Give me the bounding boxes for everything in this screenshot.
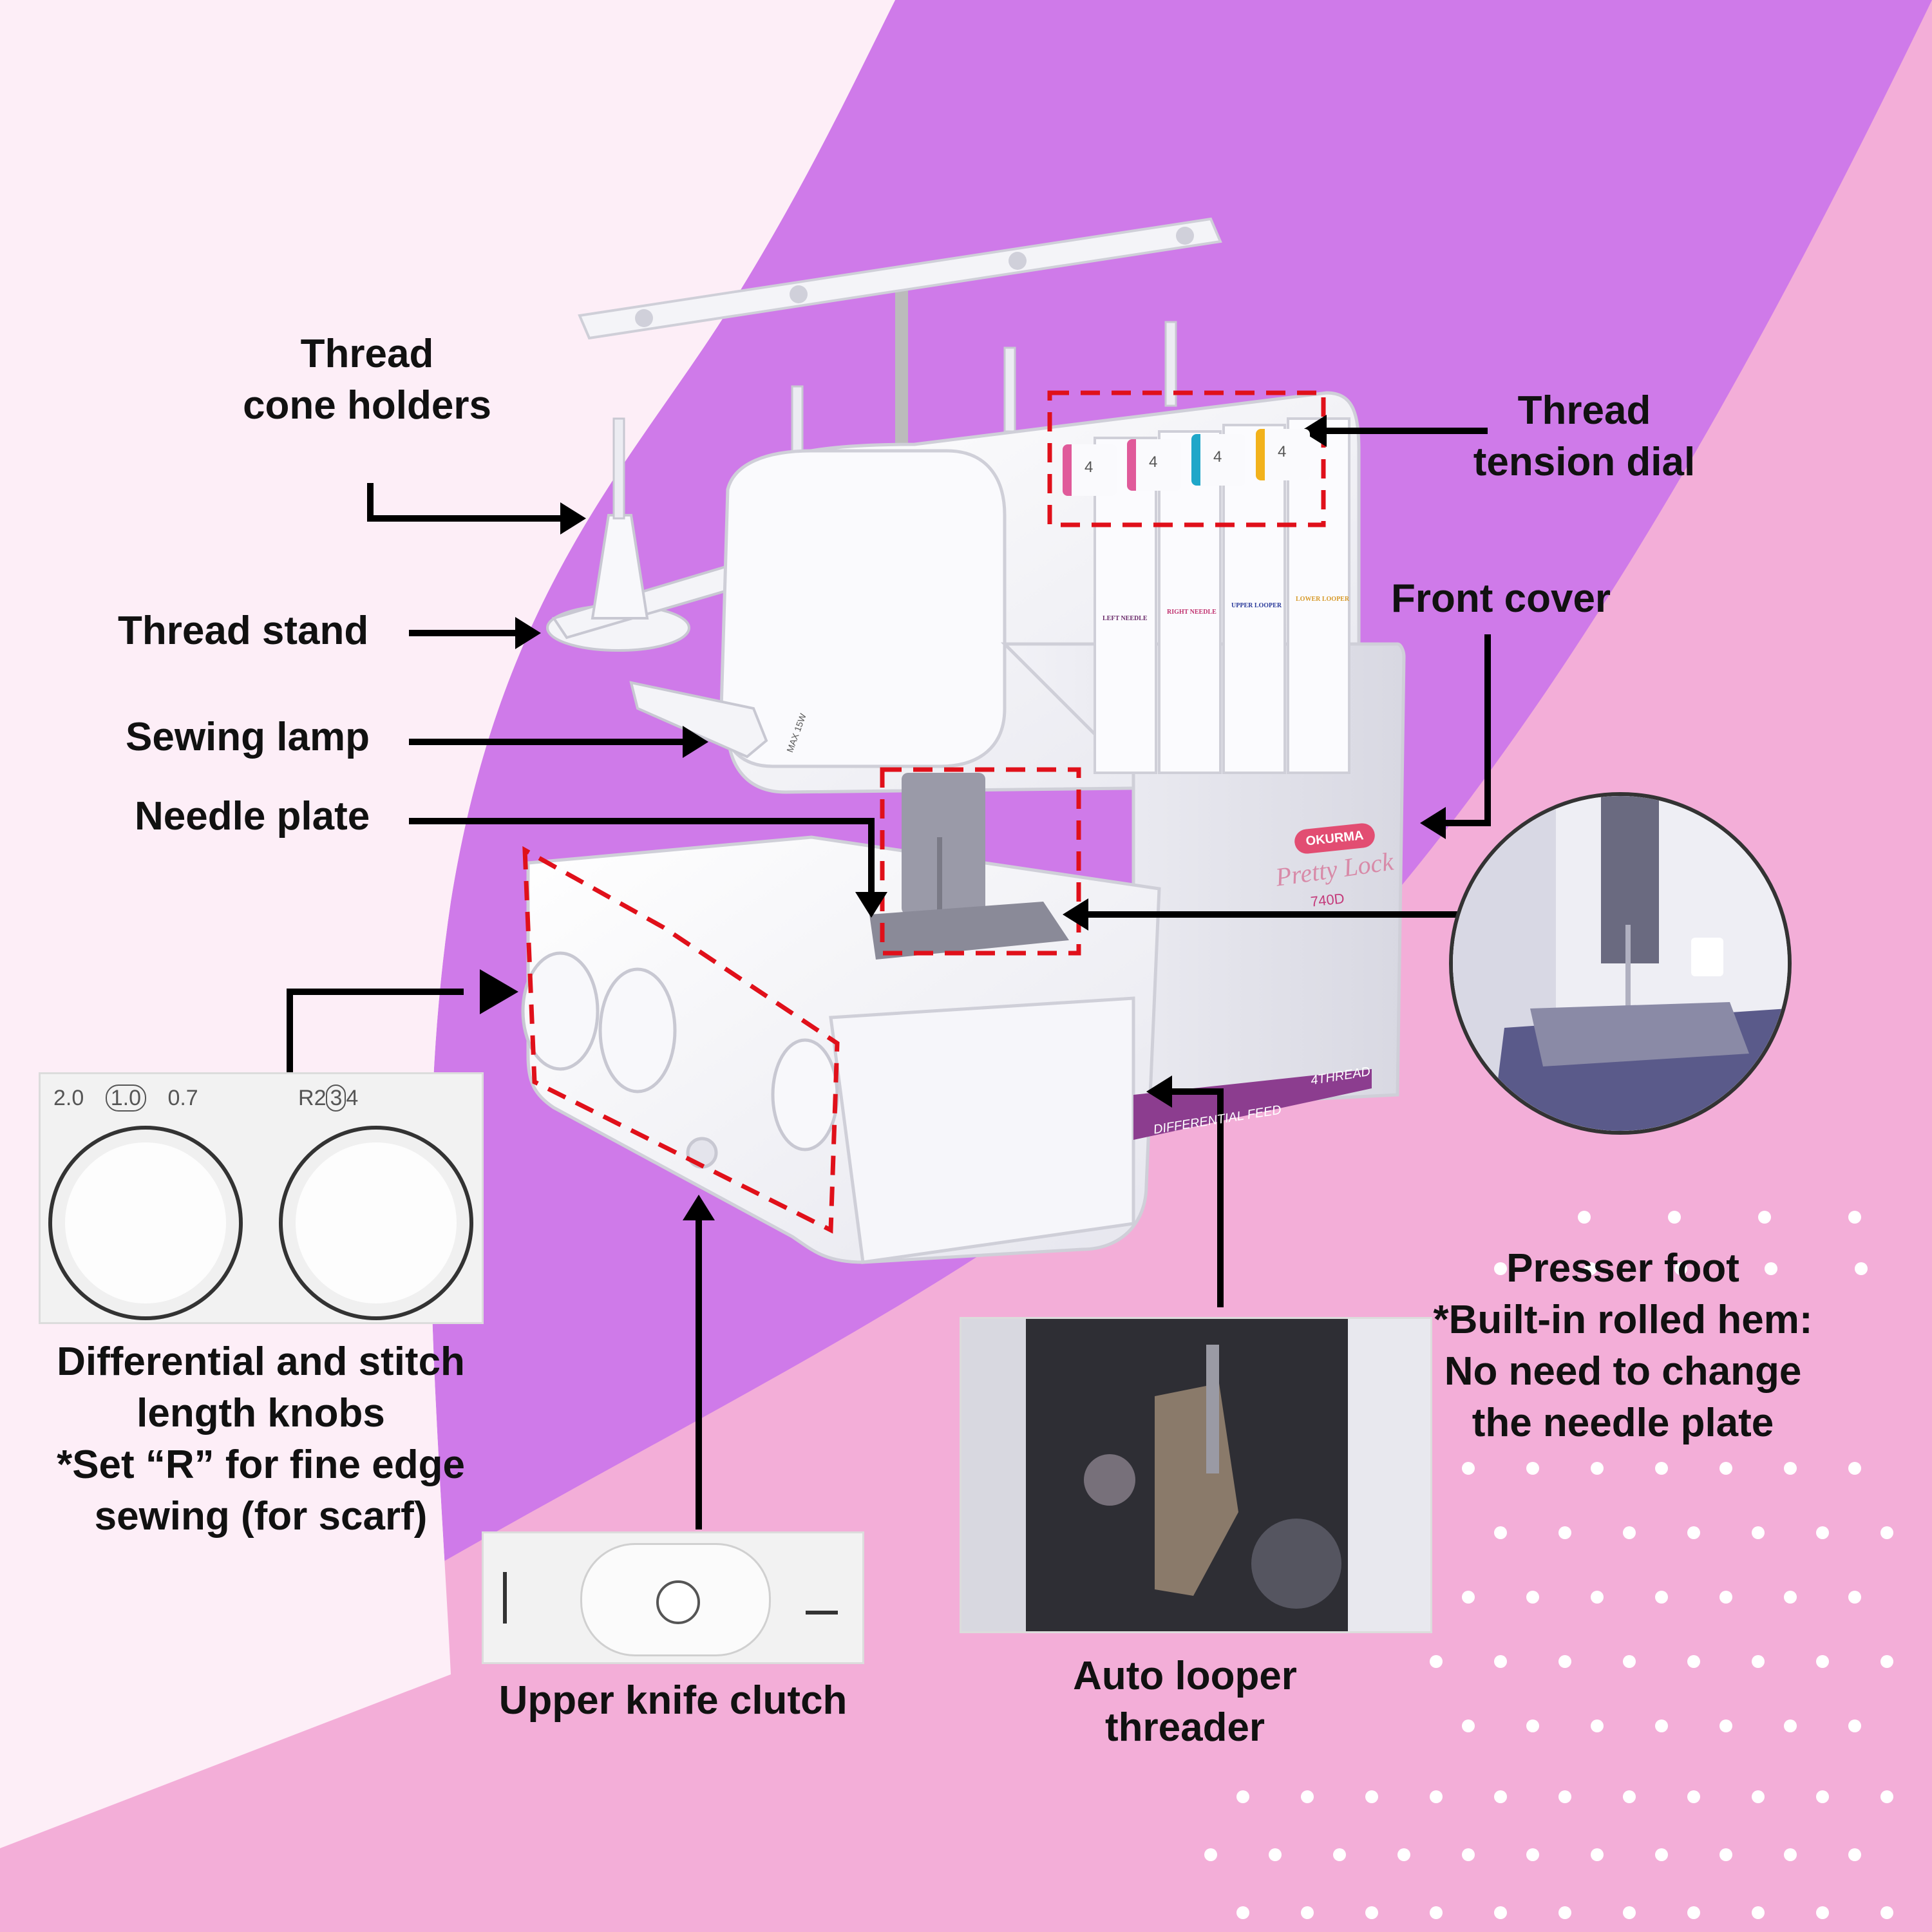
feed-strip	[1133, 1069, 1372, 1140]
dial-number: 4	[1149, 453, 1158, 471]
diff-scale: 2.0 1.0 0.7	[53, 1084, 247, 1112]
diff-scale-value: 0.7	[167, 1086, 198, 1110]
label-line: Differential and stitch	[57, 1340, 465, 1384]
label-line: Presser foot	[1506, 1246, 1739, 1291]
label-line: Thread	[1517, 388, 1651, 433]
label-line: sewing (for scarf)	[94, 1494, 428, 1539]
label-differential-knobs: Differential and stitch length knobs *Se…	[32, 1336, 489, 1542]
arrow-heads	[480, 415, 1446, 1220]
presser-foot-photo	[1453, 796, 1788, 1131]
dial-label-right-needle: RIGHT NEEDLE	[1167, 609, 1217, 616]
label-auto-looper-threader: Auto looper threader	[1005, 1651, 1365, 1754]
dial-label-left-needle: LEFT NEEDLE	[1103, 615, 1148, 622]
label-thread-stand: Thread stand	[118, 609, 369, 653]
label-line: the needle plate	[1472, 1401, 1774, 1445]
label-front-cover: Front cover	[1391, 576, 1611, 621]
label-line: No need to change	[1444, 1349, 1802, 1394]
label-presser-foot: Presser foot *Built-in rolled hem: No ne…	[1423, 1243, 1823, 1449]
lamp-lever	[629, 681, 768, 759]
dial-number: 4	[1084, 459, 1094, 476]
callout-arrows	[287, 428, 1491, 1530]
label-line: cone holders	[243, 383, 491, 428]
label-line: tension dial	[1473, 440, 1696, 484]
label-sewing-lamp: Sewing lamp	[126, 715, 370, 759]
left-housing	[719, 449, 1007, 768]
knife-clutch-inset	[482, 1531, 864, 1664]
knife-clutch-screw	[656, 1580, 700, 1624]
knife-down-icon	[503, 1572, 539, 1624]
looper-threader-photo	[961, 1319, 1430, 1631]
foot-icon	[806, 1572, 838, 1615]
tension-dial-left-needle[interactable]: 4	[1063, 444, 1117, 496]
label-upper-knife-clutch: Upper knife clutch	[498, 1678, 848, 1723]
dial-number: 4	[1213, 448, 1222, 466]
label-thread-tension-dial: Thread tension dial	[1443, 385, 1726, 488]
tension-dial-lower-looper[interactable]: 4	[1256, 429, 1310, 480]
label-line: length knobs	[137, 1391, 385, 1435]
spool-pins	[791, 321, 1177, 465]
dot-pattern	[1204, 1211, 1893, 1919]
tension-dials: 4 4 4 4	[1063, 425, 1320, 502]
label-line: Thread	[300, 332, 434, 376]
thread-guide-bar	[578, 217, 1222, 451]
model-number-label: 740D	[1309, 890, 1345, 910]
looper-threader-inset	[960, 1317, 1432, 1633]
tension-dial-right-needle[interactable]: 4	[1127, 439, 1181, 491]
needle-area	[869, 773, 1069, 960]
thread-stand-shape	[546, 417, 755, 652]
stitch-scale-value: R	[298, 1086, 314, 1110]
diff-scale-value: 1.0	[105, 1084, 146, 1112]
presser-foot-inset	[1449, 792, 1792, 1135]
label-line: *Built-in rolled hem:	[1433, 1298, 1813, 1342]
front-block	[829, 996, 1135, 1264]
stitch-scale-value: 2	[314, 1086, 327, 1110]
label-line: *Set “R” for fine edge	[57, 1443, 465, 1487]
stitch-length-knob[interactable]	[279, 1126, 473, 1320]
label-line: Auto looper	[1073, 1654, 1297, 1698]
highlight-boxes	[522, 390, 1326, 1234]
label-thread-cone-holders: Thread cone holders	[229, 328, 506, 431]
label-needle-plate: Needle plate	[135, 794, 370, 838]
tension-dial-upper-looper[interactable]: 4	[1191, 434, 1245, 486]
stitch-scale-value: 4	[346, 1086, 359, 1110]
base-knobs	[521, 951, 839, 1169]
differential-knob[interactable]	[48, 1126, 243, 1320]
stitch-scale-value: 3	[326, 1084, 346, 1112]
knife-clutch-slider[interactable]	[580, 1543, 771, 1656]
dial-label-lower-looper: LOWER LOOPER	[1296, 596, 1350, 603]
light-wedge	[0, 0, 895, 1848]
dial-number: 4	[1278, 443, 1287, 460]
dial-label-upper-looper: UPPER LOOPER	[1231, 602, 1282, 609]
label-line: threader	[1104, 1705, 1265, 1750]
diff-scale-value: 2.0	[53, 1086, 84, 1110]
